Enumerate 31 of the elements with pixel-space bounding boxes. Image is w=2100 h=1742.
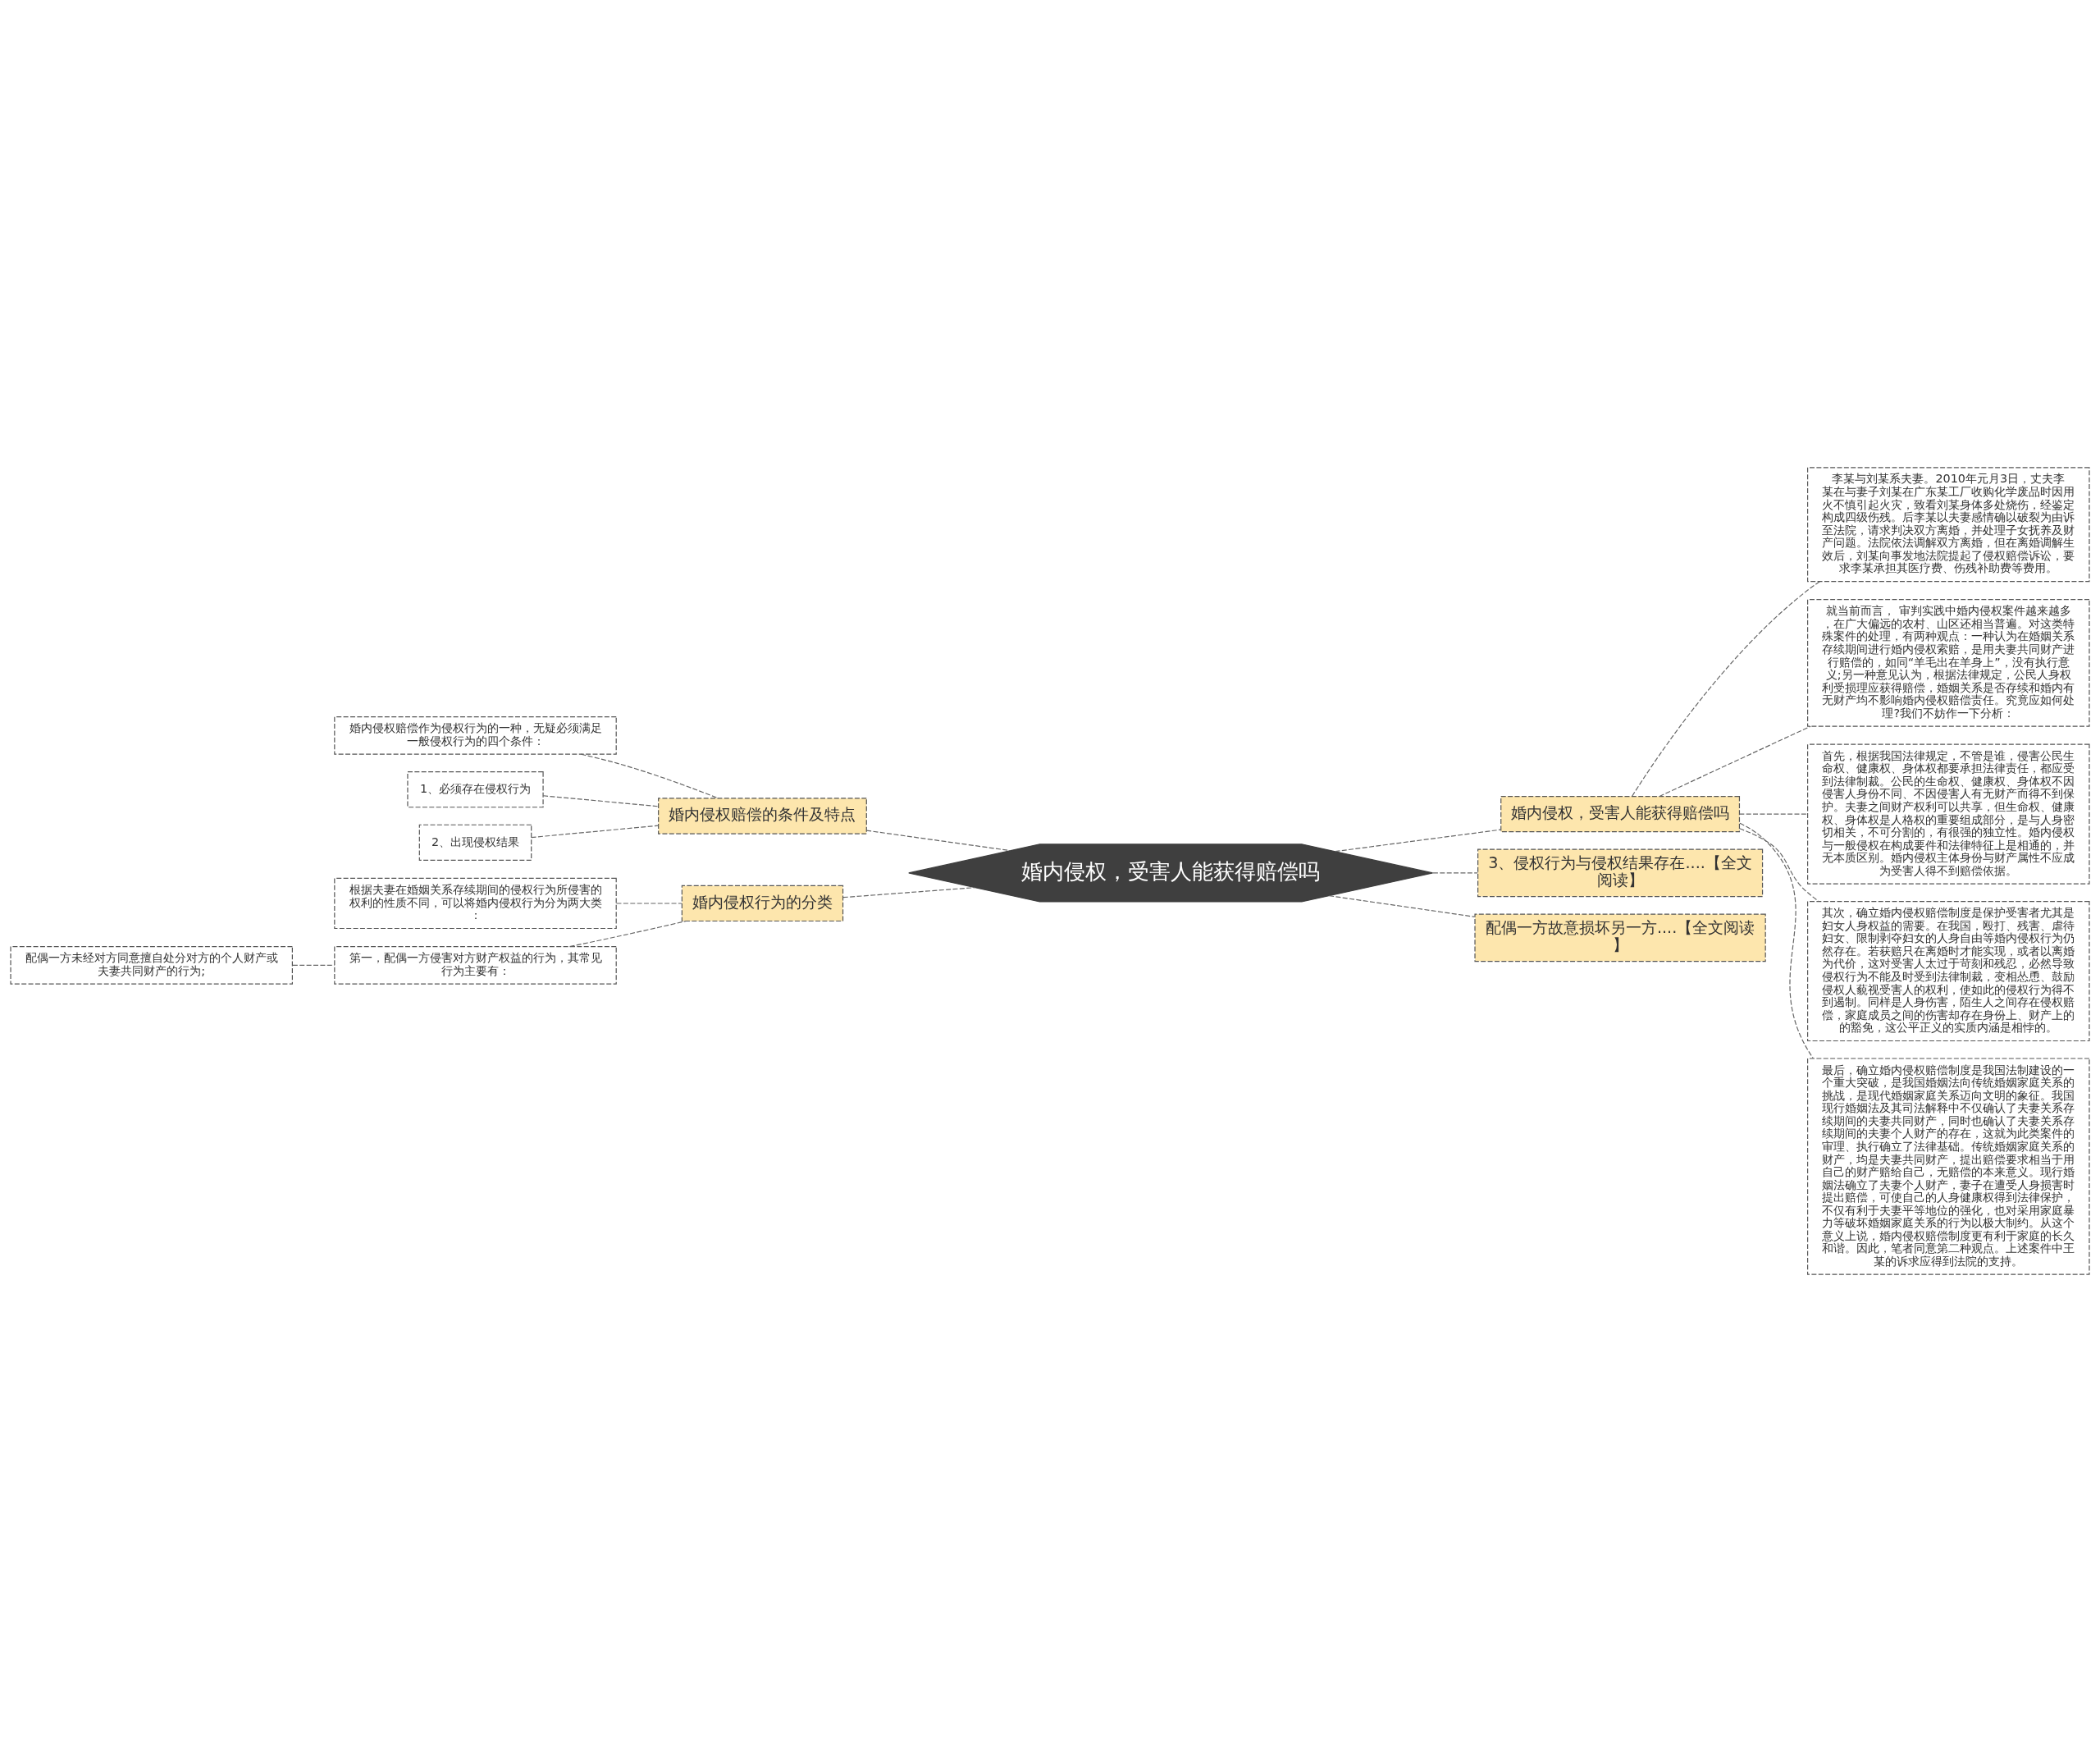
connector bbox=[580, 753, 719, 799]
connector bbox=[1738, 828, 1819, 903]
node-box: 2、出现侵权结果 bbox=[418, 824, 532, 861]
connector bbox=[1738, 813, 1808, 815]
node-box: 婚内侵权赔偿的条件及特点 bbox=[658, 798, 867, 834]
node-box: 最后，确立婚内侵权赔偿制度是我国法制建设的一个重大突破，是我国婚姻法向传统婚姻家庭关系的挑战，是现代婚姻家庭关系迈向文明的象征。我国现行婚姻法及其司法解释中不仅确认了夫妻关系存续期间的夫妻共同财产，同时也确认了夫妻关系存续期间的夫妻个人财产的存在，这就为此类案件的审理、执行确立了法律基础。传统婚姻家庭关系的财产，均是夫妻共同财产，提出赔偿要求相当于用自己的财产赔给自己，无赔偿的本来意义。现行婚姻法确立了夫妻个人财产，妻子在遭受人身损害时提出赔偿，可使自己的人身健康权得到法律保护，不仅有利于夫妻平等地位的强化，也对采用家庭暴力等破坏婚姻家庭关系的行为以极大制约。从这个意义上说，婚内侵权赔偿制度更有利于家庭的长久和谐。因此，笔者同意第二种观点。上述案件中王某的诉求应得到法院的支持。 bbox=[1807, 1058, 2090, 1275]
connector bbox=[1328, 895, 1476, 917]
connector bbox=[542, 795, 659, 807]
node-box: 第一，配偶一方侵害对方财产权益的行为，其常见行为主要有： bbox=[334, 946, 617, 985]
node-box: 李某与刘某系夫妻。2010年元月3日，丈夫李某在与妻子刘某在广东某工厂收购化学废品时因用火不慎引起火灾，致看刘某身体多处烧伤，经鉴定构成四级伤残。后李某以夫妻感情确以破裂为由诉至法院，请求判决双方离婚，并处理子女抚养及财产问题。法院依法调解双方离婚，但在离婚调解生效后，刘某向事发地法院提起了侵权赔偿诉讼，要求李某承担其医疗费、伤残补助费等费用。 bbox=[1807, 467, 2090, 583]
connector bbox=[1659, 725, 1811, 798]
node-box: 1、必须存在侵权行为 bbox=[407, 771, 544, 808]
node-box: 婚内侵权行为的分类 bbox=[681, 885, 844, 922]
connector bbox=[531, 825, 659, 839]
node-box: 就当前而言， 审判实践中婚内侵权案件越来越多，在广大偏远的农村、山区还相当普遍。对这类特殊案件的处理，有两种观点：一种认为在婚姻关系存续期间进行婚内侵权索赔，是用夫妻共同财产进行赔偿的，如同“羊毛出在羊身上”，没有执行意义;另一种意见认为，根据法律规定，公民人身权利受损理应获得赔偿，婚姻关系是否存续和婚内有无财产均不影响婚内侵权赔偿责任。究竟应如何处理?我们不妨作一下分析： bbox=[1807, 599, 2090, 727]
node-box: 首先，根据我国法律规定，不管是谁，侵害公民生命权、健康权、身体权都要承担法律责任，都应受到法律制裁。公民的生命权、健康权、身体权不因侵害人身份不同、不因侵害人有无财产而得不到保护。夫妻之间财产权利可以共享，但生命权、健康权、身体权是人格权的重要组成部分，是与人身密切相关，不可分割的，有很强的独立性。婚内侵权与一般侵权在构成要件和法律特征上是相通的，并无本质区别。婚内侵权主体身份与财产属性不应成为受害人得不到赔偿依据。 bbox=[1807, 743, 2090, 885]
node-box: 婚内侵权赔偿作为侵权行为的一种，无疑必须满足一般侵权行为的四个条件： bbox=[334, 716, 617, 755]
node-box: 根据夫妻在婚姻关系存续期间的侵权行为所侵害的权利的性质不同，可以将婚内侵权行为分为两大类： bbox=[334, 877, 617, 930]
connector bbox=[615, 903, 682, 904]
node-box: 配偶一方故意损坏另一方....【全文阅读】 bbox=[1474, 913, 1766, 962]
node-box: 其次，确立婚内侵权赔偿制度是保护受害者尤其是妇女人身权益的需要。在我国，殴打、残害、虐待妇女、限制剥夺妇女的人身自由等婚内侵权行为仍然存在。若获赔只在离婚时才能实现，或者以离婚为代价，这对受害人太过于苛刻和残忍，必然导致侵权行为不能及时受到法律制裁，变相怂恿、鼓励侵权人藐视受害人的权利，使如此的侵权行为得不到遏制。同样是人身伤害，陌生人之间存在侵权赔偿，家庭成员之间的伤害却存在身份上、财产上的的豁免，这公平正义的实质内涵是相悖的。 bbox=[1807, 901, 2090, 1042]
connector bbox=[865, 830, 1011, 852]
node-box: 配偶一方未经对方同意擅自处分对方的个人财产或夫妻共同财产的行为; bbox=[10, 946, 293, 985]
connector bbox=[1739, 822, 1814, 1059]
connector bbox=[1432, 872, 1478, 874]
node-box: 婚内侵权，受害人能获得赔偿吗 bbox=[1500, 795, 1741, 833]
connector bbox=[292, 964, 336, 966]
connector bbox=[1335, 829, 1501, 853]
node-box: 3、侵权行为与侵权结果存在....【全文阅读】 bbox=[1477, 848, 1764, 898]
connector bbox=[1632, 581, 1821, 797]
connector bbox=[842, 887, 975, 898]
